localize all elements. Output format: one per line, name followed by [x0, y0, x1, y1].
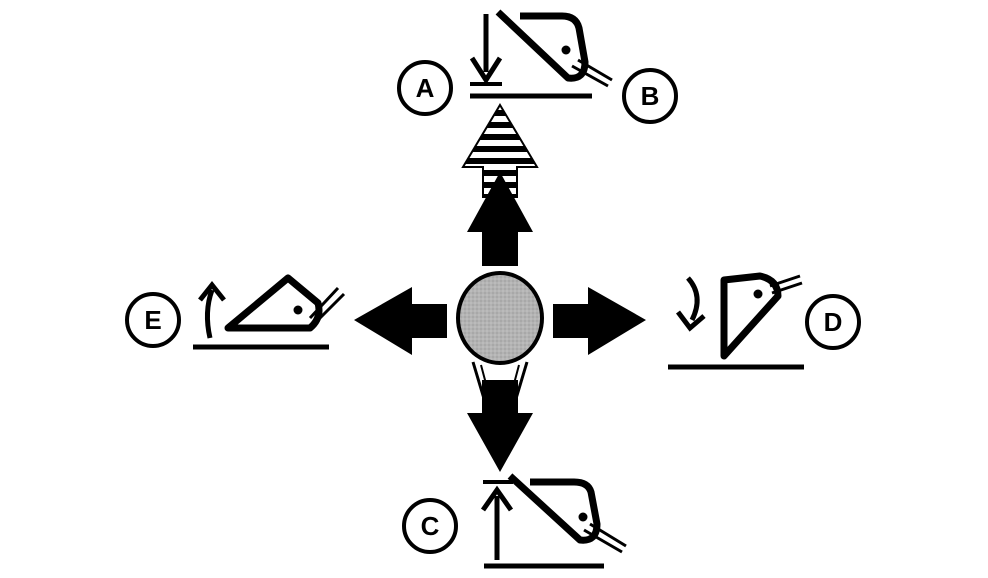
label-b-marker: B: [622, 68, 678, 124]
left-arrow: [354, 287, 447, 355]
bucket-dump-symbol: [668, 272, 804, 370]
label-e: E: [144, 305, 161, 335]
label-a: A: [416, 73, 435, 103]
joystick-knob: [456, 271, 544, 365]
label-b: B: [641, 81, 660, 111]
boom-down-symbol: [469, 9, 613, 99]
label-d-marker: D: [805, 294, 861, 350]
label-e-marker: E: [125, 292, 181, 348]
label-c-marker: C: [402, 498, 458, 554]
label-a-marker: A: [397, 60, 453, 116]
boom-up-symbol: [480, 473, 627, 569]
down-arrow: [467, 380, 533, 472]
label-d: D: [824, 307, 843, 337]
up-arrow: [467, 172, 533, 266]
label-c: C: [421, 511, 440, 541]
bucket-curl-symbol: [193, 274, 346, 350]
right-arrow: [553, 287, 646, 355]
